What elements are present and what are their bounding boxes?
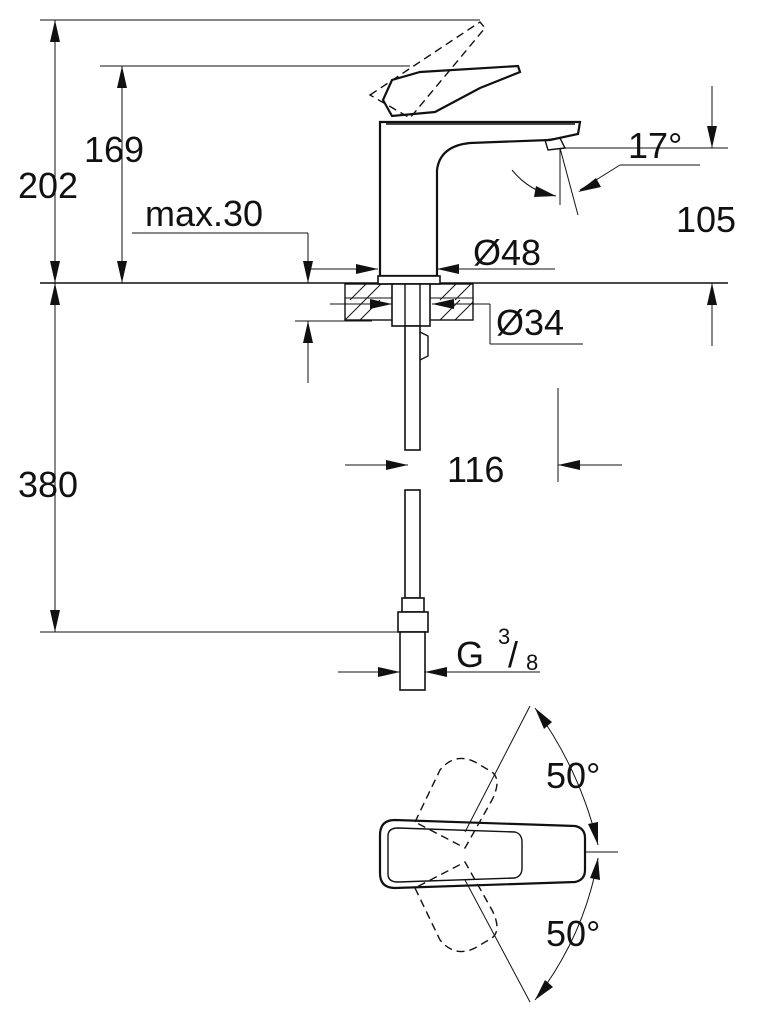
label-105: 105 <box>676 199 736 240</box>
label-thread-g: G <box>456 634 484 675</box>
dimension-labels: 202 169 max.30 17° 105 Ø48 Ø34 380 116 G… <box>18 125 736 954</box>
label-202: 202 <box>18 165 78 206</box>
label-116: 116 <box>447 449 504 490</box>
label-d34: Ø34 <box>496 302 564 343</box>
label-thread-num: 3 <box>498 624 510 649</box>
label-thread-sep: / <box>508 634 518 675</box>
label-380: 380 <box>18 464 78 505</box>
label-thread-den: 8 <box>526 650 538 675</box>
dimension-lines <box>40 19 728 677</box>
lever-top-view <box>378 705 618 1003</box>
label-169: 169 <box>84 129 144 170</box>
label-50deg-back: 50° <box>546 755 600 796</box>
label-50deg-front: 50° <box>546 913 600 954</box>
countertop-section <box>344 283 474 691</box>
label-17deg: 17° <box>628 125 682 166</box>
label-max30: max.30 <box>145 193 263 234</box>
label-d48: Ø48 <box>473 232 541 273</box>
